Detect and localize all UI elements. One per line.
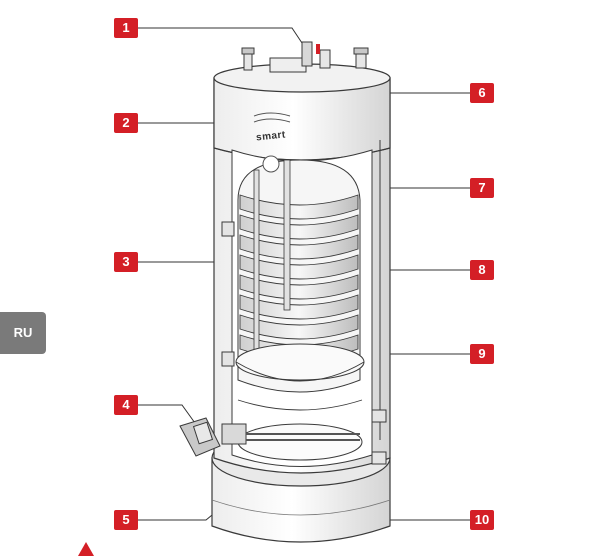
callout-10: 10: [470, 510, 494, 530]
callout-9: 9: [470, 344, 494, 364]
callout-6: 6: [470, 83, 494, 103]
inner-pipe: [253, 169, 260, 351]
callout-5: 5: [114, 510, 138, 530]
language-tab[interactable]: RU: [0, 312, 46, 354]
top-connectors: [241, 41, 369, 73]
side-connectors: [221, 221, 387, 465]
callout-7: 7: [470, 178, 494, 198]
inner-tank-bottom: [235, 343, 365, 381]
callout-1: 1: [114, 18, 138, 38]
callout-3: 3: [114, 252, 138, 272]
callout-8: 8: [470, 260, 494, 280]
corner-mark: [78, 542, 94, 556]
cutaway-window: [231, 149, 373, 467]
electric-heating-element: [179, 417, 360, 457]
sensor-tube: [283, 159, 291, 311]
flange-opening: [237, 423, 363, 461]
callout-2: 2: [114, 113, 138, 133]
brand-emblem: [253, 112, 291, 173]
callout-4: 4: [114, 395, 138, 415]
